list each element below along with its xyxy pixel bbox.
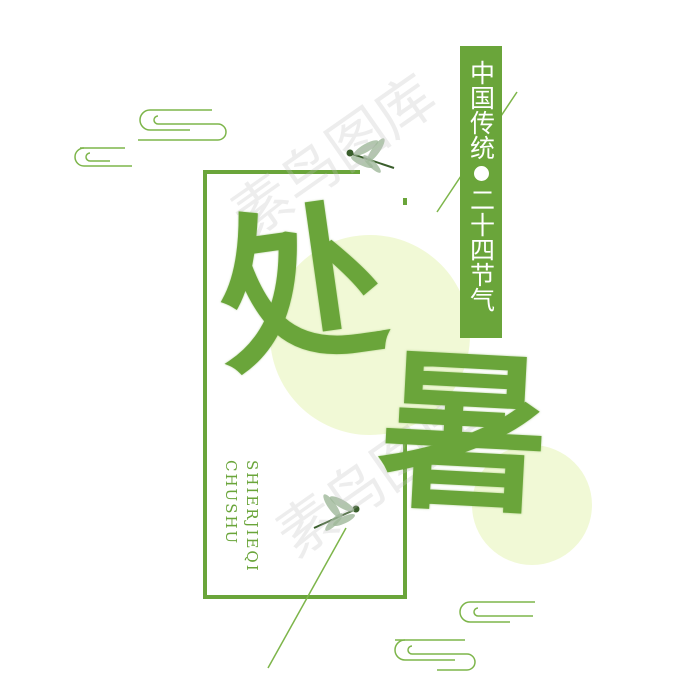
cloud-scroll-icon [74, 109, 227, 167]
pale-moon-small [472, 445, 592, 565]
dragonfly-icon [313, 494, 360, 531]
romanization-line1: SHIERJIEQI [243, 460, 261, 573]
frame [203, 170, 407, 599]
badge-dot [473, 166, 489, 181]
solar-term-badge: 中国传统 二十四节气 [460, 46, 502, 338]
title-char-shu: 暑 [372, 327, 556, 540]
pale-moon-large [270, 235, 470, 435]
badge-text-solar-terms: 二十四节气 [466, 187, 496, 312]
title-char-chu: 处 [201, 179, 399, 401]
romanization-line2: CHUSHU [222, 460, 240, 546]
cloud-scroll-icon [394, 601, 535, 671]
dragonfly-icon [346, 138, 395, 173]
badge-text-traditional: 中国传统 [466, 60, 496, 160]
